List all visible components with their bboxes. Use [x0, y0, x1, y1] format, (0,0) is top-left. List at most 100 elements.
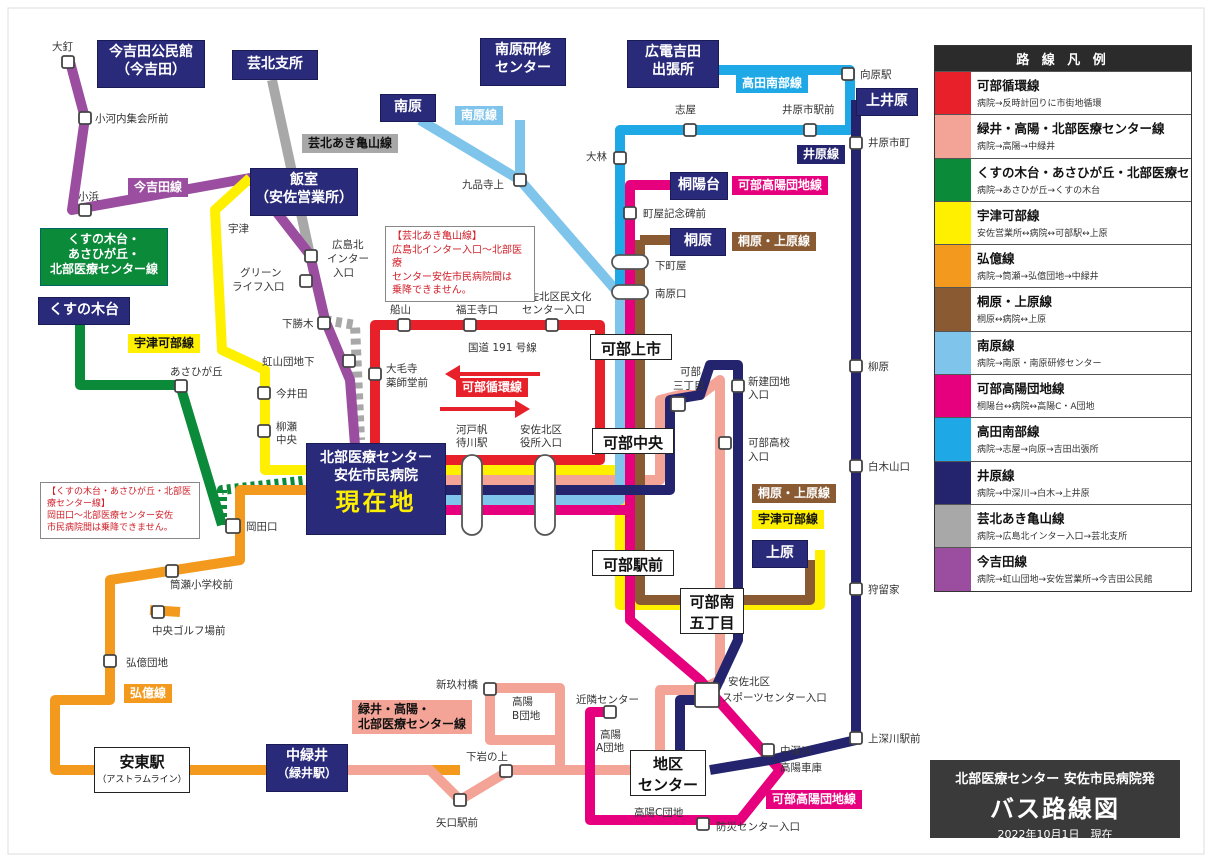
stop-label: 役所入口 — [520, 436, 562, 449]
stop-label: 入口 — [333, 267, 354, 279]
stop-label: ライフ入口 — [232, 281, 285, 293]
legend-text: 緑井・高陽・北部医療センター線病院→高陽→中緑井 — [971, 115, 1171, 157]
legend-route-name: 井原線 — [977, 467, 1015, 483]
stop-label: 近隣センター — [576, 693, 639, 706]
legend-text: 今吉田線病院→虹山団地→安佐営業所→今吉田公民館 — [971, 548, 1159, 590]
legend-rows: 可部循環線病院→反時計回りに市街地循環緑井・高陽・北部医療センター線病院→高陽→… — [935, 71, 1191, 591]
stop-label: 岡田口 — [246, 521, 278, 533]
stop-label: 可部 — [680, 365, 701, 378]
current-location-line1: 北部医療センター — [320, 450, 432, 466]
legend-swatch — [935, 375, 971, 418]
hub-kabe-chuo: 可部中央 — [592, 428, 674, 454]
legend-row: 桐原・上原線桐原↔病院↔上原 — [935, 287, 1191, 331]
tag-kougoku: 弘億線 — [124, 684, 173, 703]
dest-iimuro-line2: （安佐営業所） — [255, 189, 353, 206]
dest-minamihara-center-line2: センター — [495, 59, 551, 76]
tag-kokudo: 国道 191 号線 — [468, 342, 537, 354]
stop-pill — [611, 284, 649, 300]
tag-midorii-line1: 緑井・高陽・ — [358, 702, 431, 716]
legend-row: 南原線病院→南原・南原研修センター — [935, 330, 1191, 375]
stop-label: 安佐北区民文化 — [518, 290, 592, 303]
legend-row: 今吉田線病院→虹山団地→安佐営業所→今吉田公民館 — [935, 547, 1191, 591]
legend-route-desc: 病院→中深川→白木→上井原 — [977, 488, 1090, 499]
dest-minamihara: 南原 — [380, 94, 436, 122]
tag-kabe-junkan: 可部循環線 — [456, 378, 529, 397]
dest-nakamidorii-line1: 中緑井 — [286, 748, 328, 764]
stop-label: 安佐北区 — [728, 675, 770, 688]
legend-route-name: 弘億線 — [977, 251, 1015, 267]
legend-row: 可部循環線病院→反時計回りに市街地循環 — [935, 71, 1191, 115]
legend-row: 可部高陽団地線桐陽台↔病院↔高陽C・A団地 — [935, 374, 1191, 418]
legend-route-name: 可部循環線 — [977, 78, 1040, 93]
stop-label: 九品寺上 — [462, 179, 504, 191]
legend-route-desc: 病院→高陽→中緑井 — [977, 142, 1056, 153]
tag-midorii-line2: 北部医療センター線 — [358, 717, 467, 731]
stop-label: 安佐北区 — [520, 423, 562, 436]
stop-label: 中央ゴルフ場前 — [152, 624, 226, 637]
tag-geihoku: 芸北あき亀山線 — [302, 134, 399, 153]
dest-uehara: 上原 — [752, 540, 808, 568]
stop-label: 下岩の上 — [466, 750, 508, 763]
legend-route-desc: 病院→筒瀬→弘億団地→中緑井 — [977, 272, 1099, 283]
tag-takata: 高田南部線 — [736, 74, 809, 93]
legend-text: 可部循環線病院→反時計回りに市街地循環 — [971, 72, 1108, 114]
tag-ihara: 井原線 — [797, 145, 846, 164]
current-location-label: 現在地 — [335, 488, 417, 516]
legend-text: 高田南部線病院→志屋→向原→吉田出張所 — [971, 418, 1105, 460]
stop-labels: 大釘 小河内集会所前 小浜 宇津 広島北 インター 入口 グリーン ライフ入口 … — [52, 40, 921, 833]
note-geihoku-1: 【芸北あき亀山線】 — [392, 231, 482, 242]
kusunoki-line-nonstop — [217, 475, 311, 525]
legend-swatch — [935, 288, 971, 331]
stop-label: 高陽 — [600, 728, 621, 741]
map-title-box: 北部医療センター 安佐市民病院発 バス路線図 2022年10月1日 現在 — [930, 760, 1180, 841]
tag-kabe-koyo-2: 可部高陽団地線 — [766, 790, 863, 809]
stop-label: 中央 — [276, 433, 297, 446]
legend-route-name: 宇津可部線 — [977, 207, 1040, 223]
stop-pill — [461, 454, 483, 536]
midorii-line — [340, 375, 725, 805]
note-kusunoki-3: 市民病院間は乗降できません。 — [47, 523, 173, 534]
legend-swatch — [935, 461, 971, 504]
legend-text: 井原線病院→中深川→白木→上井原 — [971, 462, 1096, 504]
note-kusunoki: 【くすの木台・あさひが丘・北部医療センター線】 岡田口～北部医療センター安佐 市… — [40, 482, 200, 539]
dest-iimuro-line1: 飯室 — [290, 172, 318, 188]
legend-route-desc: 桐原↔病院↔上原 — [977, 315, 1047, 326]
legend-route-desc: 病院→広島北インター入口→芸北支所 — [977, 531, 1128, 542]
stop-label: 狩留家 — [868, 583, 900, 596]
stop-label: 南原口 — [655, 287, 687, 300]
stop-label: 可部高校 — [748, 436, 790, 449]
legend-row: 芸北あき亀山線病院→広島北インター入口→芸北支所 — [935, 503, 1191, 548]
dest-imayoshida-line1: 今吉田公民館 — [109, 44, 193, 60]
legend-swatch — [935, 115, 971, 158]
hub-kabe-minami-line1: 可部南 — [689, 593, 735, 611]
hub-chiku-line1: 地区 — [652, 755, 683, 773]
tag-midorii: 緑井・高陽・ 北部医療センター線 — [352, 700, 473, 734]
hub-kabe-kamiichi: 可部上市 — [590, 334, 672, 360]
legend-text: 宇津可部線安佐営業所↔病院↔可部駅↔上原 — [971, 202, 1114, 244]
note-kusunoki-2: 岡田口～北部医療センター安佐 — [47, 511, 174, 522]
stop-label: 白木山口 — [868, 460, 910, 473]
stop-label: 新建団地 — [748, 375, 790, 388]
legend-route-desc: 病院→南原・南原研修センター — [977, 358, 1102, 369]
dest-imayoshida-line2: （今吉田） — [116, 61, 186, 78]
stop-label: 宇津 — [228, 222, 249, 235]
tag-utsu-2: 宇津可部線 — [128, 334, 201, 353]
legend-route-desc: 桐陽台↔病院↔高陽C・A団地 — [977, 402, 1095, 413]
legend-swatch — [935, 158, 971, 201]
stop-pill — [611, 254, 649, 270]
tag-kabe-koyo: 可部高陽団地線 — [732, 176, 829, 195]
stop-label: 井原市町 — [868, 136, 910, 149]
stop-label: 河戸帆 — [456, 423, 488, 436]
stop-label: あさひが丘 — [170, 365, 223, 378]
map-title-main: バス路線図 — [990, 795, 1120, 823]
note-kusunoki-1: 【くすの木台・あさひが丘・北部医療センター線】 — [47, 487, 192, 510]
legend-route-desc: 病院→あさひが丘→くすの木台 — [977, 185, 1101, 196]
dest-kusunokidai: くすの木台 — [38, 297, 130, 325]
tag-minamihara: 南原線 — [455, 106, 504, 125]
legend-swatch — [935, 504, 971, 548]
kusunoki-line — [75, 320, 227, 527]
stop-label: 向原駅 — [860, 68, 892, 81]
legend-swatch — [935, 418, 971, 461]
legend-route-name: 今吉田線 — [977, 554, 1028, 570]
current-location-line2: 安佐市民病院 — [334, 467, 418, 484]
